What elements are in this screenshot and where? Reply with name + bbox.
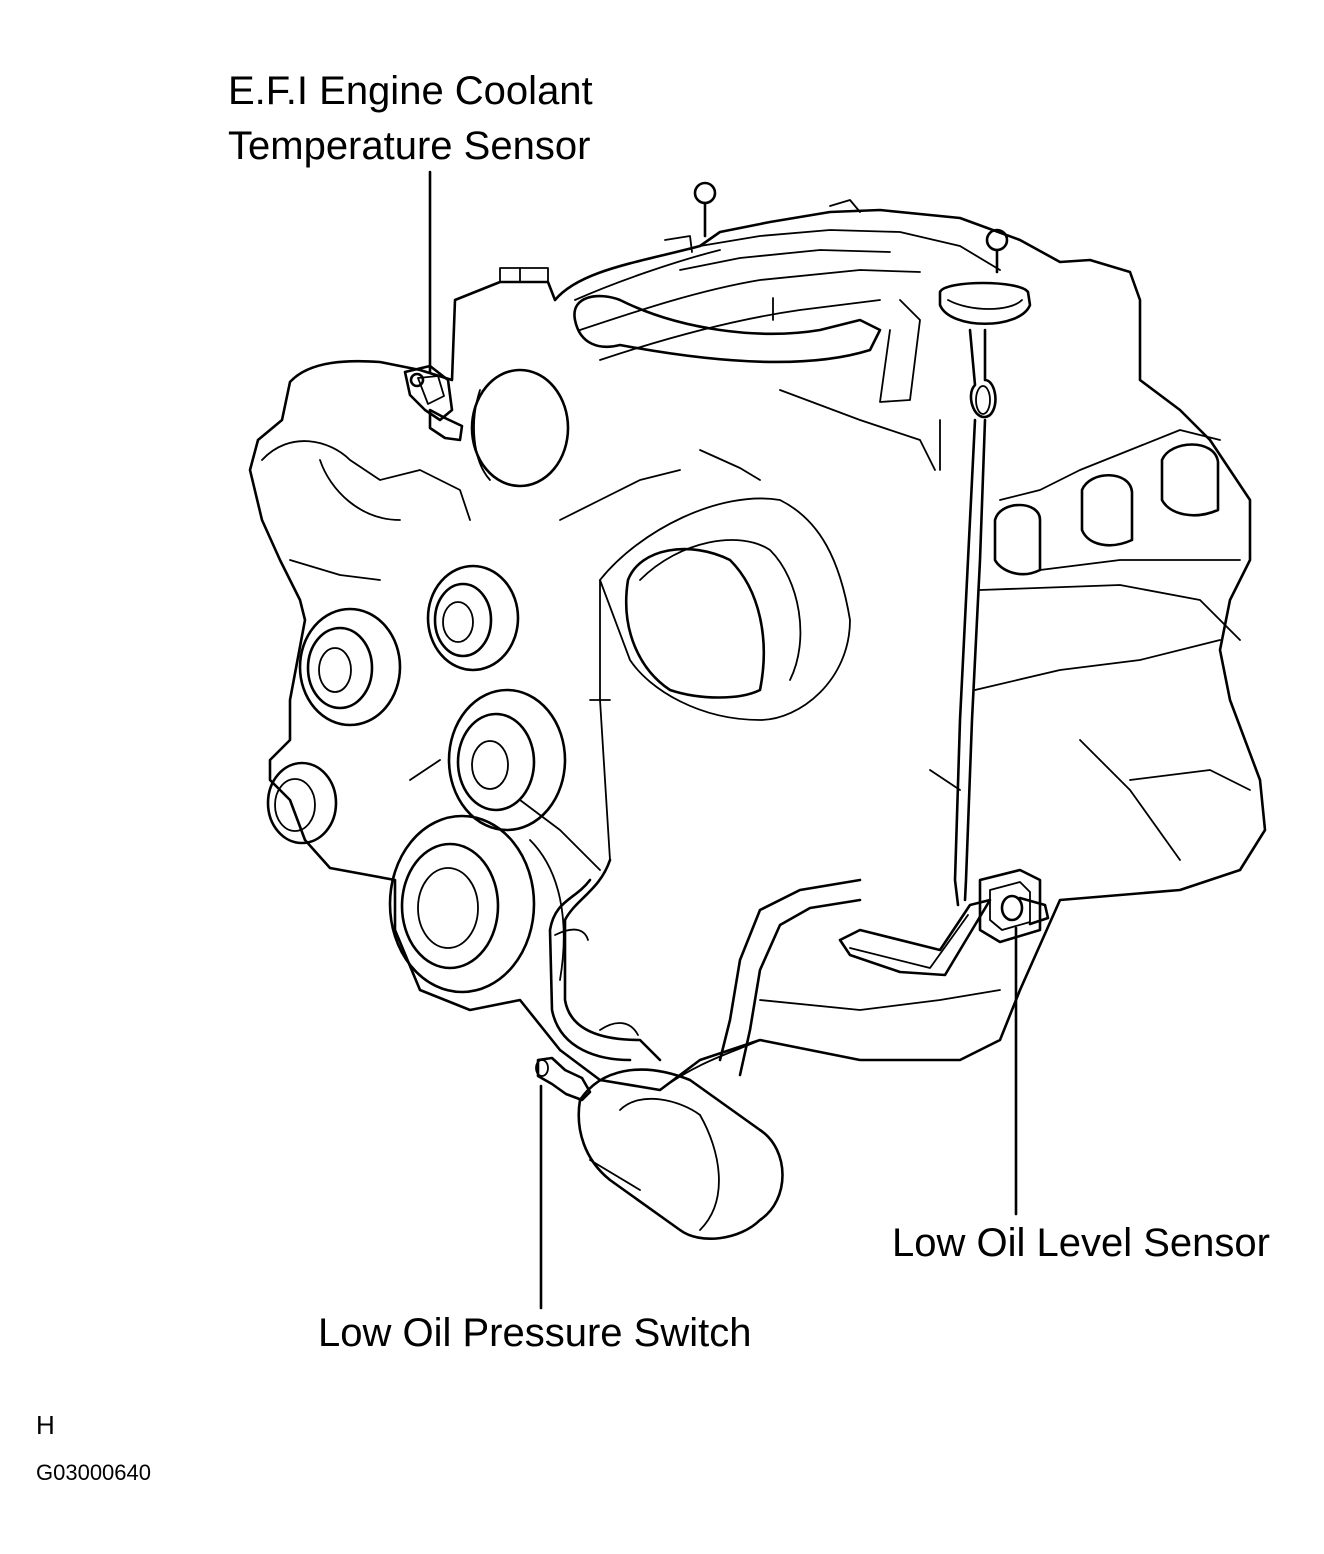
engine-outline bbox=[248, 208, 1267, 1092]
oil-pressure-switch bbox=[536, 1056, 592, 1102]
coolant-temp-sensor bbox=[403, 364, 454, 422]
oil-dipstick bbox=[968, 328, 997, 419]
coolant-temp-sensor-label-line2: Temperature Sensor bbox=[228, 124, 591, 168]
coolant-temp-sensor-label-line1: E.F.I Engine Coolant bbox=[228, 69, 593, 113]
oil-filter bbox=[577, 1068, 784, 1241]
oil-level-sensor bbox=[978, 868, 1042, 944]
oil-pressure-switch-label: Low Oil Pressure Switch bbox=[318, 1311, 752, 1355]
oil-filler-cap bbox=[938, 281, 1032, 326]
figure-code: G03000640 bbox=[36, 1460, 151, 1485]
oil-level-sensor-label: Low Oil Level Sensor bbox=[892, 1221, 1270, 1265]
section-letter: H bbox=[36, 1410, 55, 1440]
